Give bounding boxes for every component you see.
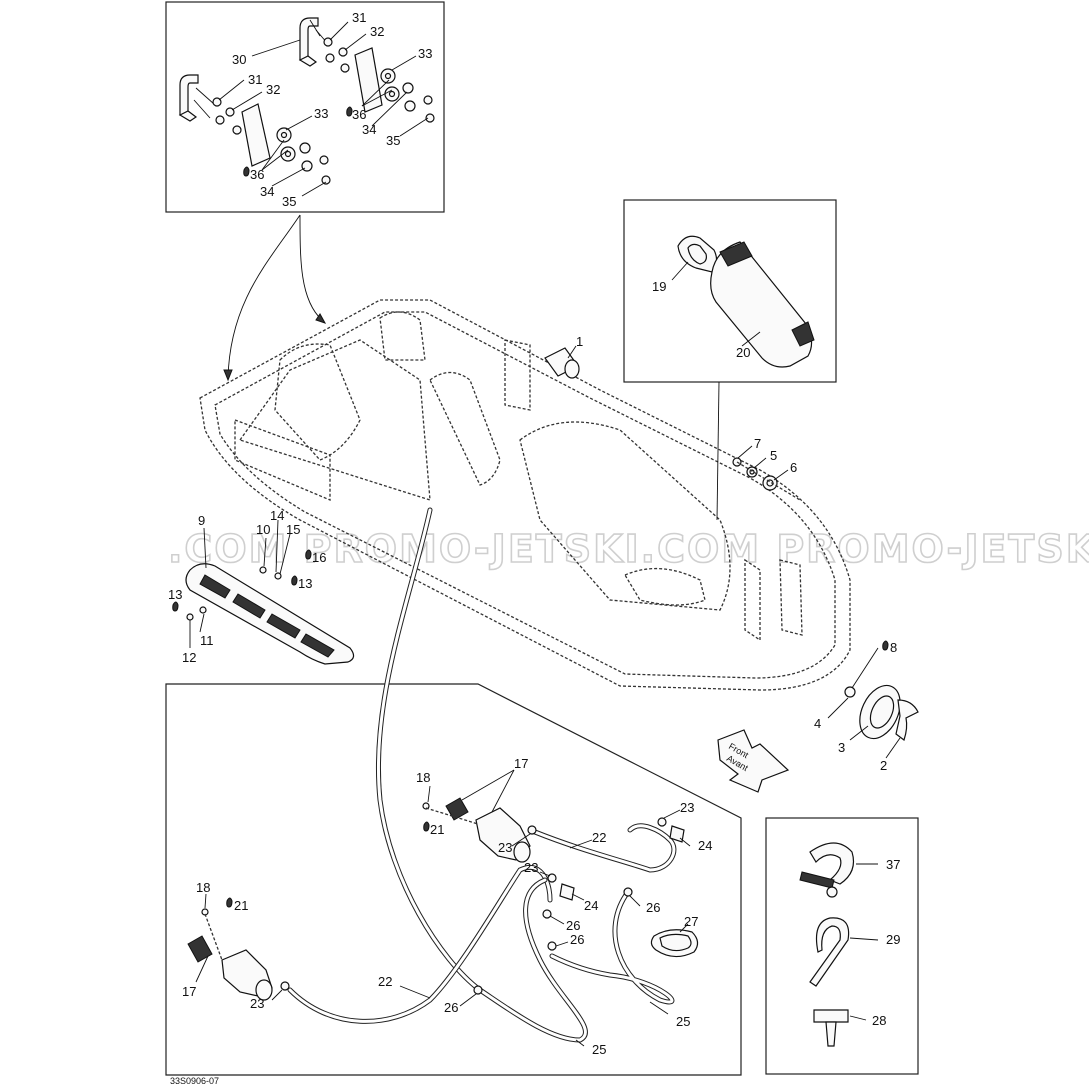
drop-icon xyxy=(226,897,233,908)
callout-32: 32 xyxy=(266,82,280,97)
drop-icon xyxy=(423,821,430,832)
drop-icon xyxy=(172,601,179,612)
inset-box-drain xyxy=(165,683,742,1076)
adhesive-drop-icons xyxy=(172,106,889,908)
callout-36: 36 xyxy=(250,167,264,182)
callout-23: 23 xyxy=(498,840,512,855)
callout-27: 27 xyxy=(684,914,698,929)
callout-6: 6 xyxy=(790,460,797,475)
callout-2: 2 xyxy=(880,758,887,773)
callout-34: 34 xyxy=(260,184,274,199)
drain-plug-lower xyxy=(187,893,273,1001)
callout-36: 36 xyxy=(352,107,366,122)
callout-26: 26 xyxy=(444,1000,458,1015)
callout-13: 13 xyxy=(298,576,312,591)
pointer-arrow-rear xyxy=(227,214,301,379)
callout-11: 11 xyxy=(200,633,214,648)
callout-3: 3 xyxy=(838,740,845,755)
callout-35: 35 xyxy=(386,133,400,148)
callout-21: 21 xyxy=(234,898,248,913)
callout-34: 34 xyxy=(362,122,376,137)
callout-30: 30 xyxy=(232,52,246,67)
handlebar-grip xyxy=(671,235,815,368)
callout-23: 23 xyxy=(250,996,264,1011)
parts-2-3-4-8 xyxy=(827,647,919,759)
callout-17: 17 xyxy=(182,984,196,999)
callout-1: 1 xyxy=(576,334,583,349)
callout-4: 4 xyxy=(814,716,821,731)
drawing-code: 33S0906-07 xyxy=(170,1076,219,1086)
callout-24: 24 xyxy=(584,898,598,913)
callout-26: 26 xyxy=(570,932,584,947)
callout-12: 12 xyxy=(182,650,196,665)
inset-box-grip xyxy=(623,199,837,383)
callout-7: 7 xyxy=(754,436,761,451)
callout-26: 26 xyxy=(646,900,660,915)
inset-box-handles xyxy=(165,1,445,213)
callout-24: 24 xyxy=(698,838,712,853)
part-1-bushing xyxy=(544,347,580,379)
callout-33: 33 xyxy=(314,106,328,121)
callout-32: 32 xyxy=(370,24,384,39)
callout-18: 18 xyxy=(416,770,430,785)
inset-box-fasteners xyxy=(765,817,919,1075)
callout-25: 25 xyxy=(676,1014,690,1029)
callout-18: 18 xyxy=(196,880,210,895)
callout-20: 20 xyxy=(736,345,750,360)
callout-21: 21 xyxy=(430,822,444,837)
grip-pointer-line xyxy=(716,381,720,521)
callout-5: 5 xyxy=(770,448,777,463)
callout-37: 37 xyxy=(886,857,900,872)
fasteners xyxy=(799,842,879,1047)
callout-23: 23 xyxy=(680,800,694,815)
callout-9: 9 xyxy=(198,513,205,528)
drop-icon xyxy=(346,106,353,117)
drop-icon xyxy=(243,166,250,177)
callout-labels: 31 32 33 30 31 32 36 34 35 33 36 34 35 1… xyxy=(168,10,900,1057)
callout-14: 14 xyxy=(270,508,284,523)
callout-22: 22 xyxy=(378,974,392,989)
drop-icon xyxy=(305,549,312,560)
callout-10: 10 xyxy=(256,522,270,537)
watermark: .COM PROMO-JETSKI.COM PROMO-JETSKI xyxy=(168,527,1089,571)
drain-tubes xyxy=(287,507,677,1043)
handle-assembly xyxy=(178,17,435,197)
clamps-and-fittings xyxy=(271,809,699,1047)
callout-8: 8 xyxy=(890,640,897,655)
pointer-arrow-front xyxy=(299,214,323,321)
callout-28: 28 xyxy=(872,1013,886,1028)
callout-31: 31 xyxy=(248,72,262,87)
callout-13: 13 xyxy=(168,587,182,602)
callout-19: 19 xyxy=(652,279,666,294)
footrest-step xyxy=(185,519,355,665)
drop-icon xyxy=(882,640,889,651)
callout-25: 25 xyxy=(592,1042,606,1057)
callout-17: 17 xyxy=(514,756,528,771)
hull-outline xyxy=(199,299,851,691)
drain-plug-upper xyxy=(422,769,531,863)
callout-26: 26 xyxy=(566,918,580,933)
callout-33: 33 xyxy=(418,46,432,61)
callout-22: 22 xyxy=(592,830,606,845)
callout-23: 23 xyxy=(524,860,538,875)
callout-29: 29 xyxy=(886,932,900,947)
callout-31: 31 xyxy=(352,10,366,25)
front-direction-arrow: Front Avant xyxy=(717,729,790,793)
callout-15: 15 xyxy=(286,522,300,537)
callout-16: 16 xyxy=(312,550,326,565)
parts-5-6-7 xyxy=(732,445,801,501)
drop-icon xyxy=(291,575,298,586)
callout-35: 35 xyxy=(282,194,296,209)
